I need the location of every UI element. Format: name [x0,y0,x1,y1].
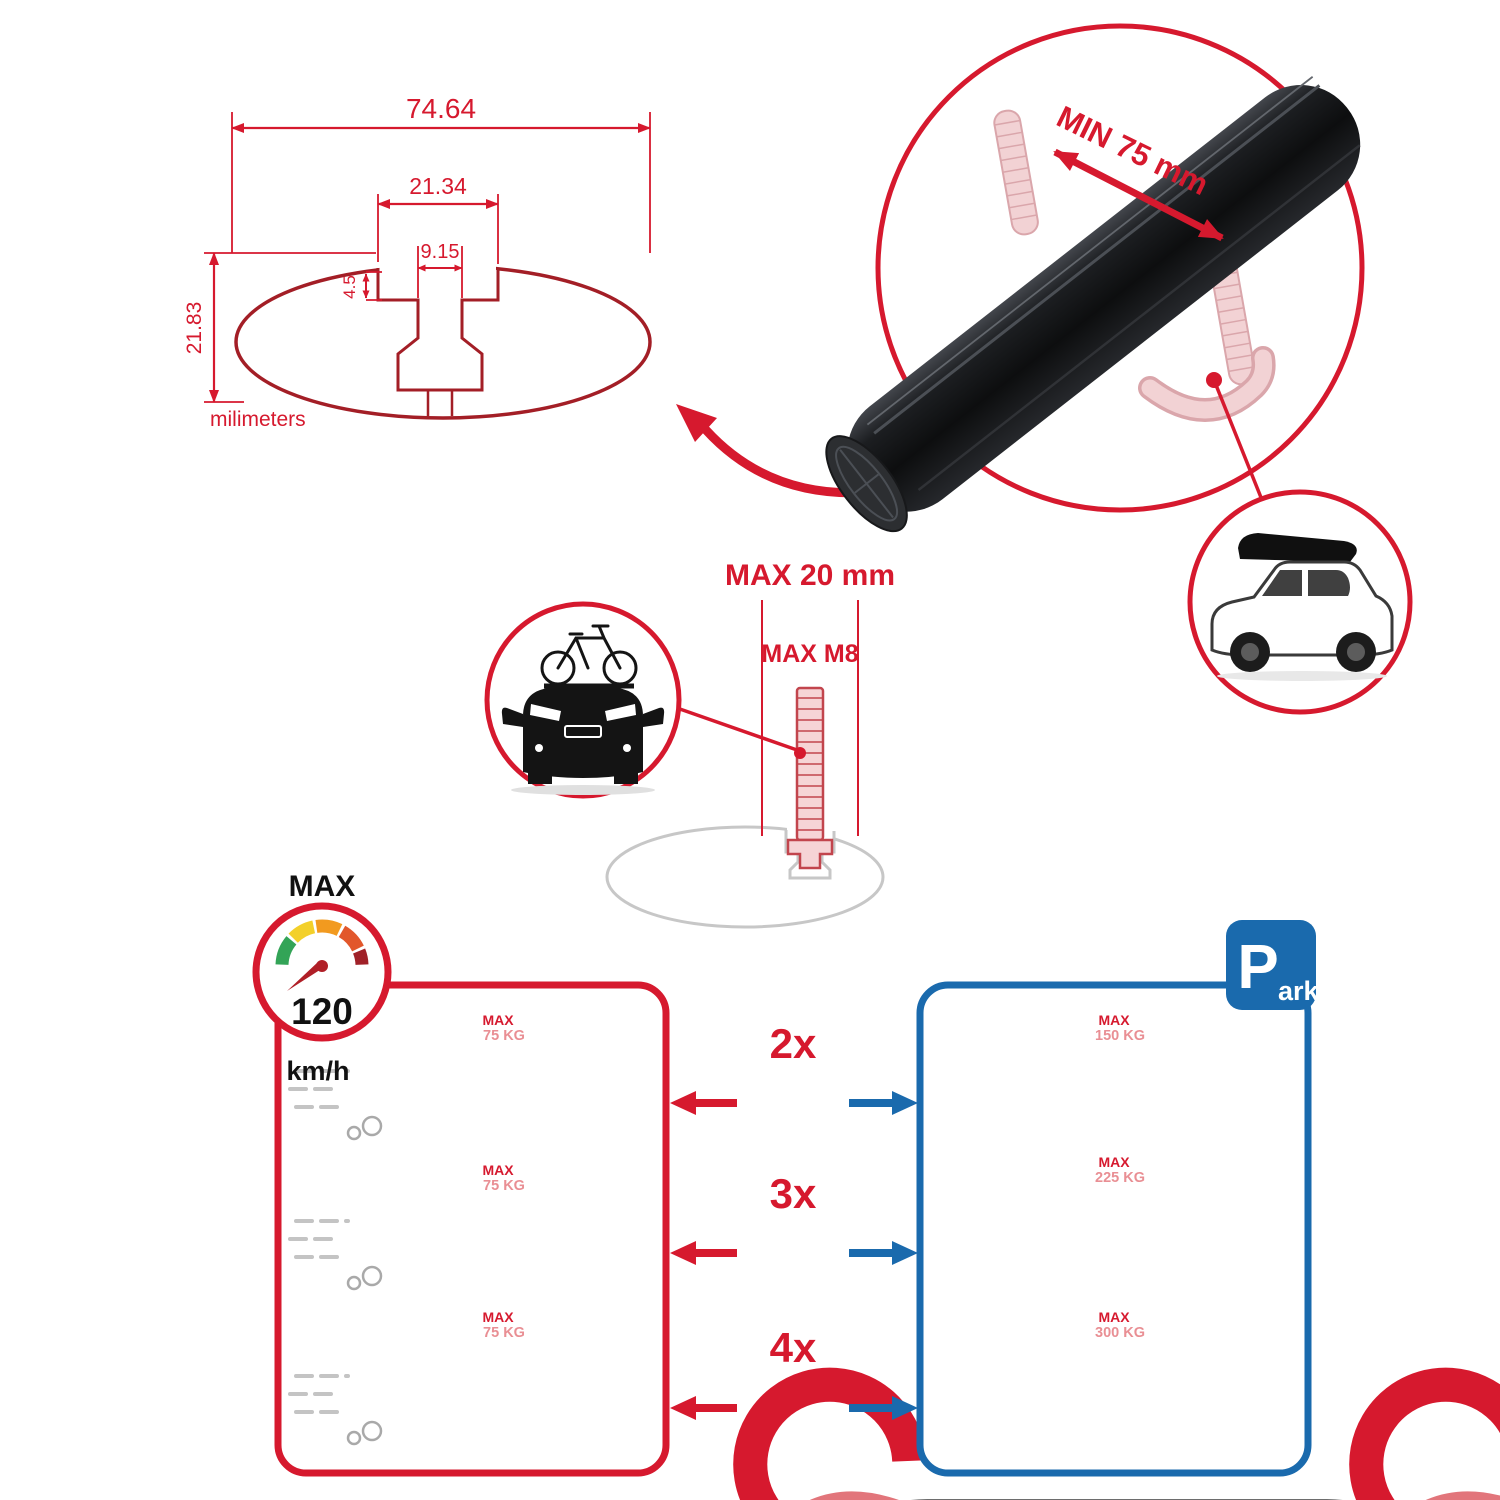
dimension-slot-inner: 9.15 [417,241,463,298]
speed-lines [288,1374,383,1446]
load-kg-label: 150 KG [1095,1028,1145,1044]
speed-limit-gauge: MAX 120 km/h [252,870,392,1086]
dim-lip-depth-label: 4.5 [340,275,359,299]
profile-dimension-drawing: 74.64 21.34 9.15 4.5 21.83 milimeters [183,93,877,498]
bike-car-detail [484,601,682,799]
load-kg-label: 300 KG [1095,1325,1145,1341]
profile-opening-mask [380,256,496,272]
profile-t-slot [376,268,500,392]
units-label: milimeters [210,408,306,431]
max-thread-label: MAX M8 [761,640,858,668]
multiplier-row: 2x [670,1020,918,1115]
load-max-label: MAX [482,1012,514,1028]
ghost-profile-ellipse [605,825,885,929]
gauge-hub [316,960,328,972]
parked-car-row: MAX 150 KG [1095,1012,1500,1500]
multiplier-label: 4x [770,1324,817,1371]
suv-wheel-hub [1241,643,1259,661]
gauge-needle [287,962,326,991]
roofbox-car-detail [1187,489,1413,715]
moving-car-row: MAX 75 KG [288,1012,1500,1500]
load-kg-label: 75 KG [483,1178,525,1194]
load-max-label: MAX [1098,1154,1130,1170]
car-front-shadow [511,785,655,795]
load-max-label: MAX [482,1309,514,1325]
park-sign: P ark [1226,920,1320,1010]
multiplier-row: 4x [670,1324,918,1420]
roof-cargo-box [1238,533,1357,562]
dim-width-total-label: 74.64 [406,93,476,124]
load-kg-label: 75 KG [483,1028,525,1044]
arrow-to-blue-head [892,1396,918,1420]
headlight-left [530,704,561,721]
load-max-label: MAX [482,1162,514,1178]
gauge-arcs [275,919,369,966]
blue-panel-border [916,981,1312,1477]
moving-car-row: MAX 75 KG [288,1309,525,1446]
car-front-wheel [528,772,552,784]
car-front-body [523,688,643,778]
park-sign-square [1226,920,1316,1010]
suv-window-front [1262,570,1302,596]
arrow-to-blue-head [892,1241,918,1265]
suv-wheel-hub [1347,643,1365,661]
car-shadow [1217,671,1387,681]
red-panel-border [274,981,670,1477]
multiplier-label: 3x [770,1170,817,1217]
load-kg-label: 75 KG [483,1325,525,1341]
dimension-width-total: 74.64 [231,93,651,253]
dim-slot-outer-label: 21.34 [409,173,467,199]
gauge-max-label: MAX [289,870,356,903]
multiplier-label: 2x [770,1020,817,1067]
dimension-height-total: 21.83 [183,252,376,403]
bolt-callout-dot [794,747,806,759]
license-plate [564,725,602,738]
gauge-unit: km/h [286,1056,349,1086]
dim-height-total-label: 21.83 [183,302,206,355]
parked-load-panel: MAX 150 KG MAX 225 KG MAX 300 KG P ark [916,920,1500,1500]
speed-lines [288,1069,383,1141]
fog-light-right [623,744,631,752]
headlight-right [605,704,636,721]
parked-car-row: MAX 225 KG [1095,1154,1145,1186]
multiplier-row: 3x [670,1170,918,1265]
load-kg-label: 225 KG [1095,1170,1145,1186]
arrow-to-blue-head [892,1091,918,1115]
car-front-wheel [614,772,638,784]
bolt-callout-line [676,706,798,752]
profile-screw-channel [426,390,454,416]
suv-window-rear [1308,570,1350,596]
speed-lines [288,1219,383,1291]
bolt-illustration [786,686,834,870]
max-width-label: MAX 20 mm [725,559,895,592]
multiplier-column: 2x 3x 4x [670,1020,918,1420]
bolt-spec-diagram: MAX 20 mm MAX M8 [605,559,895,929]
moving-load-panel: MAX 75 KG MAX 75 KG [274,981,1500,1500]
dimension-max-width-lines [761,600,859,836]
dimension-slot-outer: 21.34 [377,173,499,264]
load-max-label: MAX [1098,1012,1130,1028]
crossbar-3d-view: MIN 75 mm [825,23,1365,533]
fog-light-left [535,744,543,752]
moving-car-row: MAX 75 KG [288,1162,525,1291]
park-p-label: P [1237,933,1278,1002]
arrow-to-red-head [670,1091,696,1115]
dimension-lip-depth: 4.5 [340,271,382,301]
parked-car-row: MAX 300 KG [1095,1309,1145,1341]
arrow-to-red-head [670,1396,696,1420]
arrow-to-red-head [670,1241,696,1265]
crossbar-3d [825,76,1361,533]
gauge-value: 120 [291,991,353,1032]
load-max-label: MAX [1098,1309,1130,1325]
dim-slot-inner-label: 9.15 [421,241,460,263]
car-front-mirrors [501,707,665,727]
park-ark-label: ark [1278,976,1320,1006]
callout-line [1212,379,1264,501]
